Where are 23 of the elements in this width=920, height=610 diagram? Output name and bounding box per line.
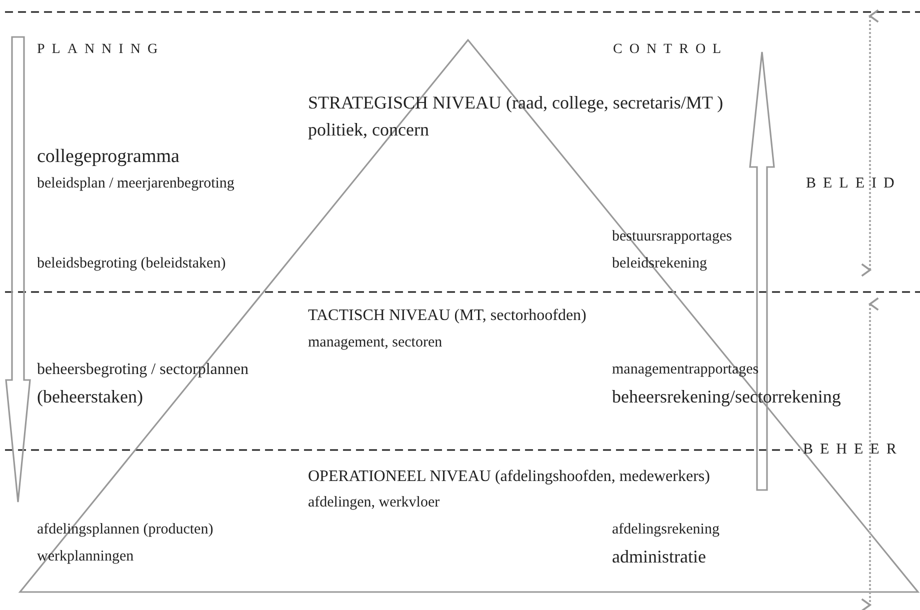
control-text: managementrapportages	[612, 361, 759, 379]
planning-text: afdelingsplannen (producten)	[37, 521, 214, 539]
control-text: bestuursrapportages	[612, 228, 732, 246]
control-text: afdelingsrekening	[612, 521, 720, 539]
level-title: TACTISCH NIVEAU (MT, sectorhoofden)	[308, 306, 586, 326]
level-subtitle: politiek, concern	[308, 120, 429, 140]
control-text: administratie	[612, 546, 706, 568]
control-text: beheersrekening/sectorrekening	[612, 386, 841, 408]
section-heading: CONTROL	[613, 42, 728, 58]
planning-text: werkplanningen	[37, 548, 134, 566]
planning-text: (beheerstaken)	[37, 386, 143, 408]
planning-text: beleidsbegroting (beleidstaken)	[37, 255, 226, 273]
level-subtitle: management, sectoren	[308, 334, 442, 352]
planning-text: beleidsplan / meerjarenbegroting	[37, 175, 234, 193]
level-title: STRATEGISCH NIVEAU (raad, college, secretaris/MT )	[308, 92, 724, 114]
section-heading: BELEID	[806, 175, 902, 193]
planning-text: beheersbegroting / sectorplannen	[37, 360, 248, 380]
planning-text: collegeprogramma	[37, 146, 180, 168]
level-title: OPERATIONEEL NIVEAU (afdelingshoofden, medewerkers)	[308, 468, 710, 486]
section-heading: BEHEER	[803, 441, 904, 459]
level-subtitle: afdelingen, werkvloer	[308, 494, 440, 512]
section-heading: PLANNING	[37, 42, 165, 58]
control-text: beleidsrekening	[612, 255, 707, 273]
